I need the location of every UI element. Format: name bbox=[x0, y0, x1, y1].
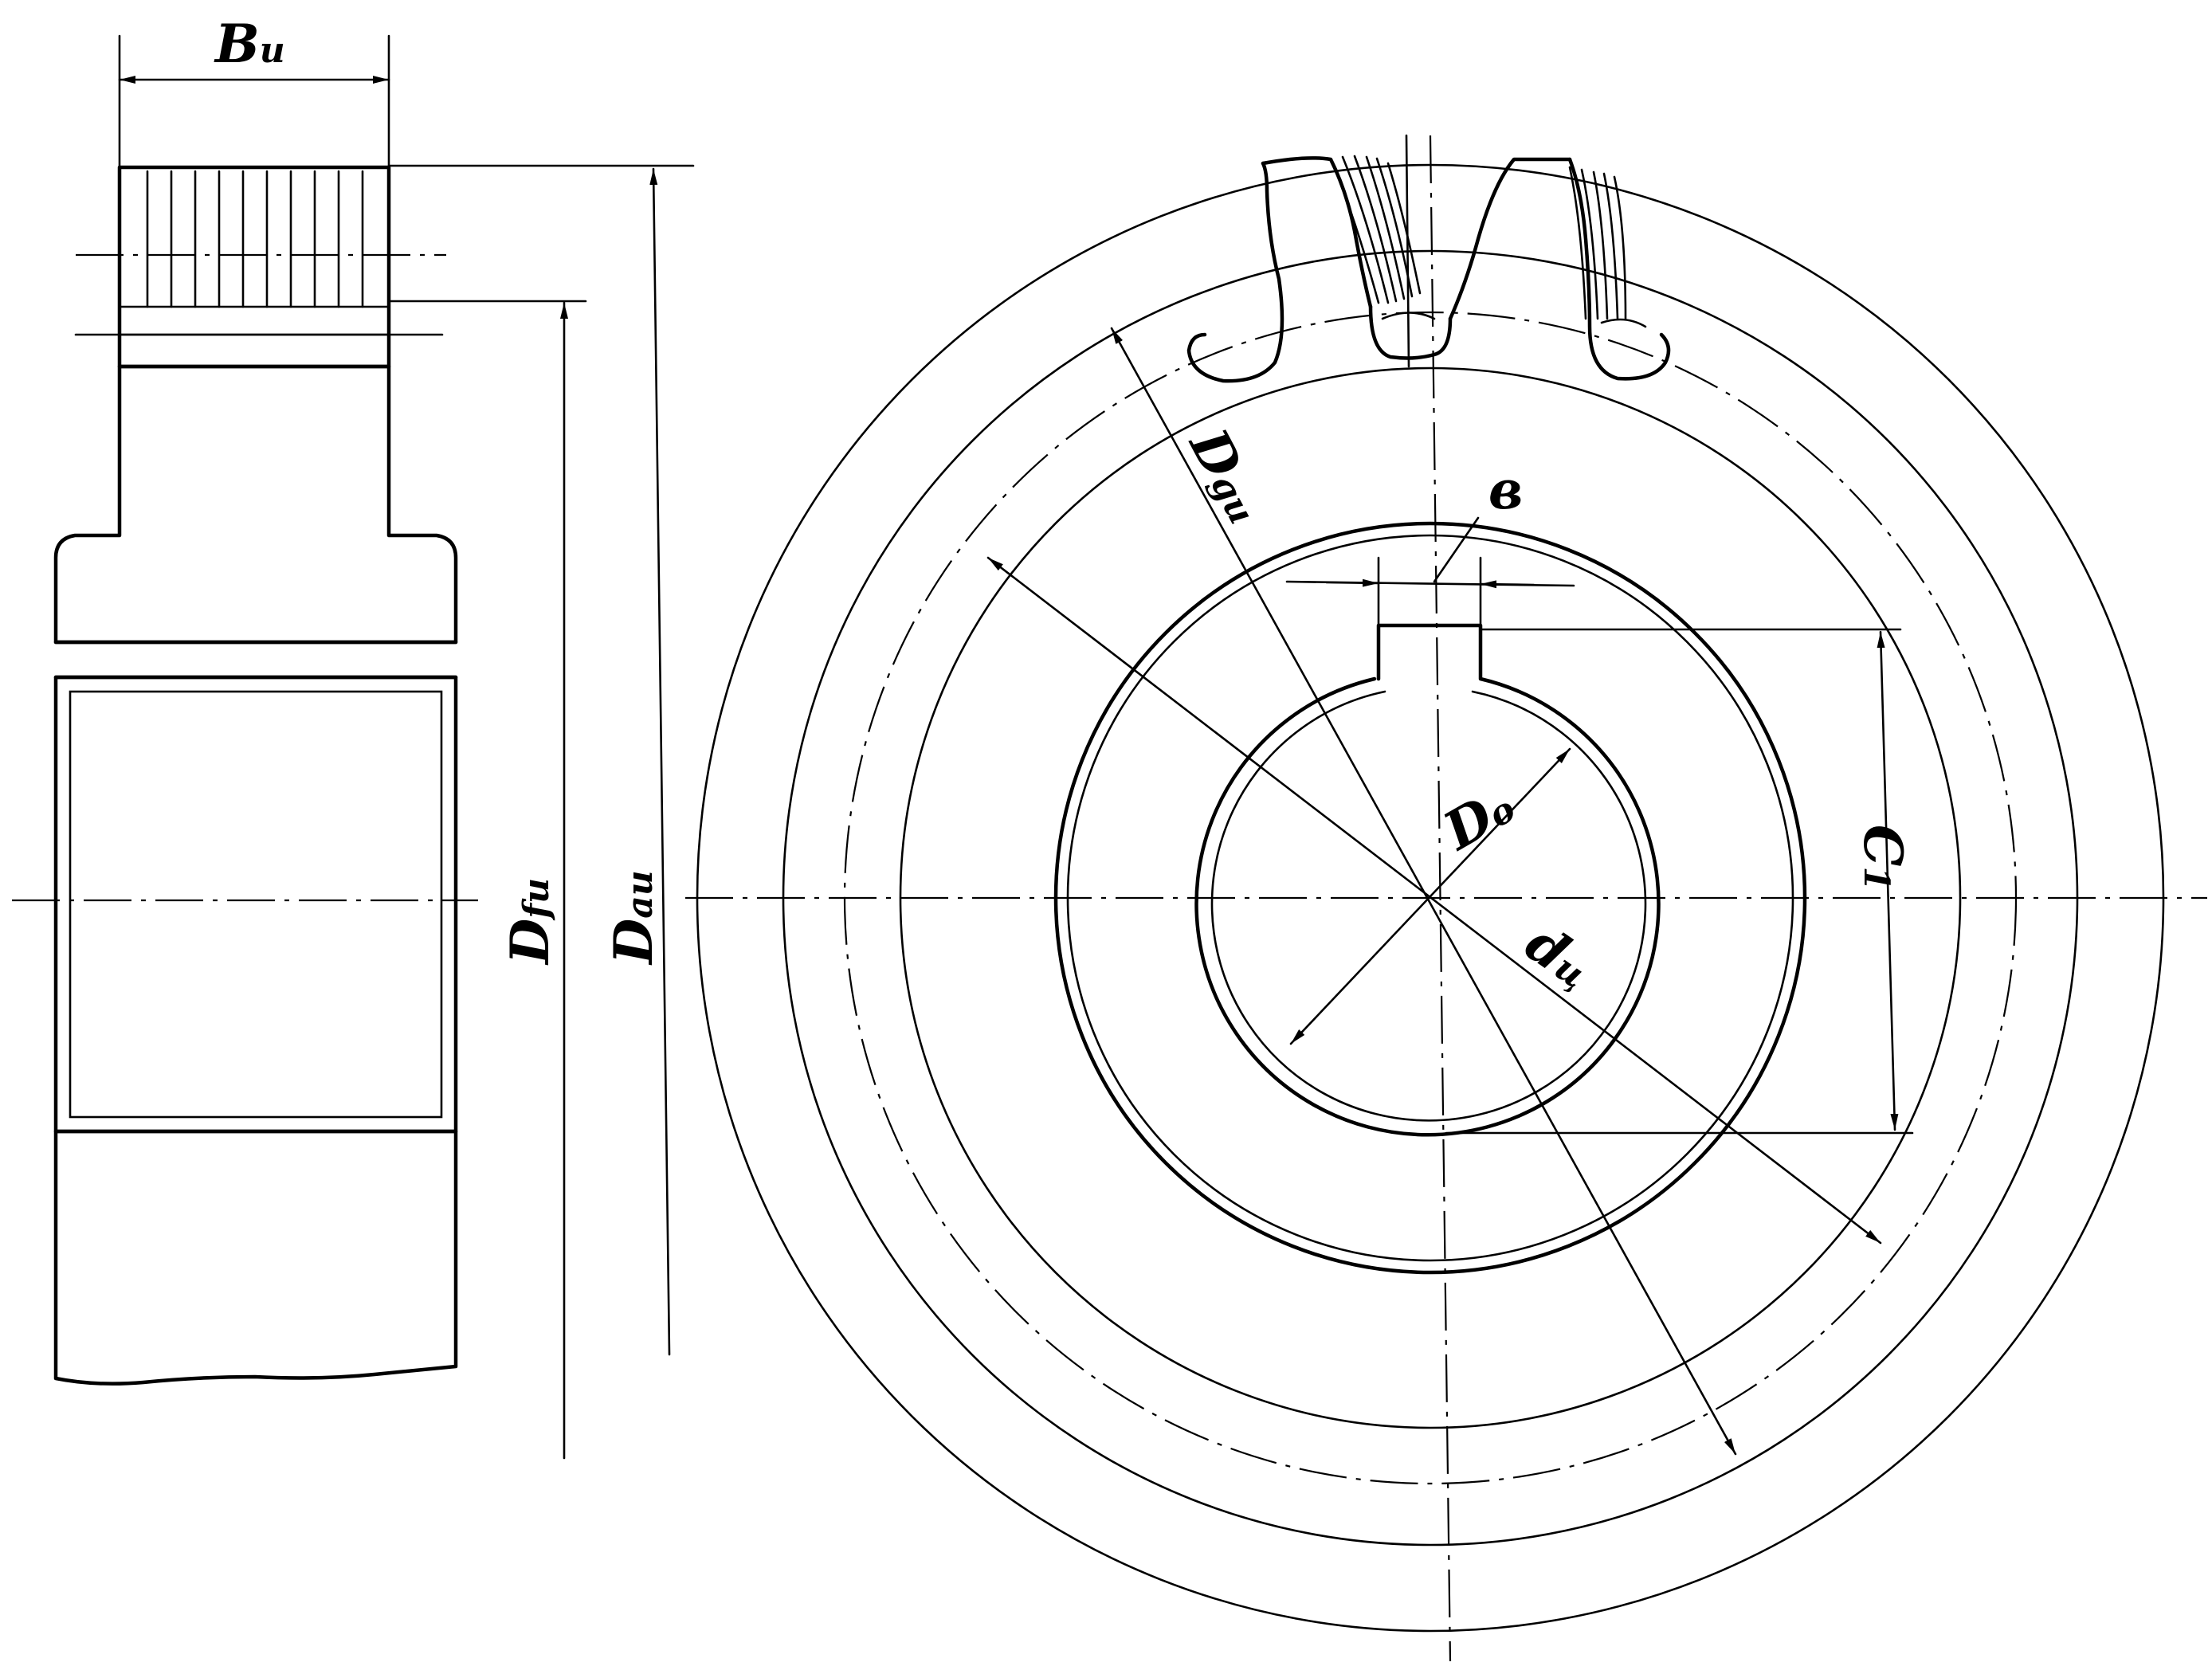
label-bu: Bu bbox=[214, 13, 285, 75]
bore-body bbox=[53, 675, 458, 1134]
tooth-root-arc-right bbox=[1600, 318, 1647, 328]
tooth-root-arc-center bbox=[1381, 312, 1436, 320]
bore-ring-inner bbox=[1210, 690, 1647, 1122]
diameter-line-2 bbox=[986, 556, 1882, 1245]
b-leader bbox=[1433, 516, 1480, 583]
c1-dim-line bbox=[1877, 630, 1899, 1131]
bore-ring-outer bbox=[1194, 623, 1661, 1137]
lower-hatch-area bbox=[53, 1129, 458, 1386]
label-c1: C1 bbox=[1852, 825, 1914, 891]
pitch-circle bbox=[843, 311, 2018, 1485]
front-view: Dgu Do dц в C1 bbox=[685, 134, 2207, 1662]
second-circle bbox=[782, 249, 2079, 1547]
gear-teeth bbox=[1186, 155, 1671, 383]
upper-hatch-area bbox=[53, 364, 458, 645]
tooth-hatch-right bbox=[1568, 166, 1627, 320]
side-section-view: Bu Dfu Dau bbox=[12, 13, 695, 1460]
b-arrow-right bbox=[1479, 580, 1535, 589]
b-arrow-left bbox=[1325, 578, 1380, 587]
tooth-hatch-left bbox=[1329, 155, 1422, 304]
bore-inner bbox=[69, 690, 443, 1119]
label-dgu: Dgu bbox=[1177, 418, 1277, 532]
label-dts: dц bbox=[1515, 911, 1603, 1000]
label-d0: Do bbox=[1432, 774, 1524, 863]
label-b: в bbox=[1488, 459, 1523, 521]
d0-dim-line bbox=[1289, 747, 1571, 1045]
teeth-block bbox=[117, 165, 391, 369]
label-dau: Dau bbox=[602, 870, 665, 966]
label-dfu: Dfu bbox=[499, 878, 561, 966]
tooth-center-right bbox=[1448, 157, 1572, 321]
outer-circle bbox=[696, 163, 2165, 1633]
tooth-lines bbox=[118, 170, 390, 336]
dau-dim-line bbox=[649, 167, 671, 1356]
